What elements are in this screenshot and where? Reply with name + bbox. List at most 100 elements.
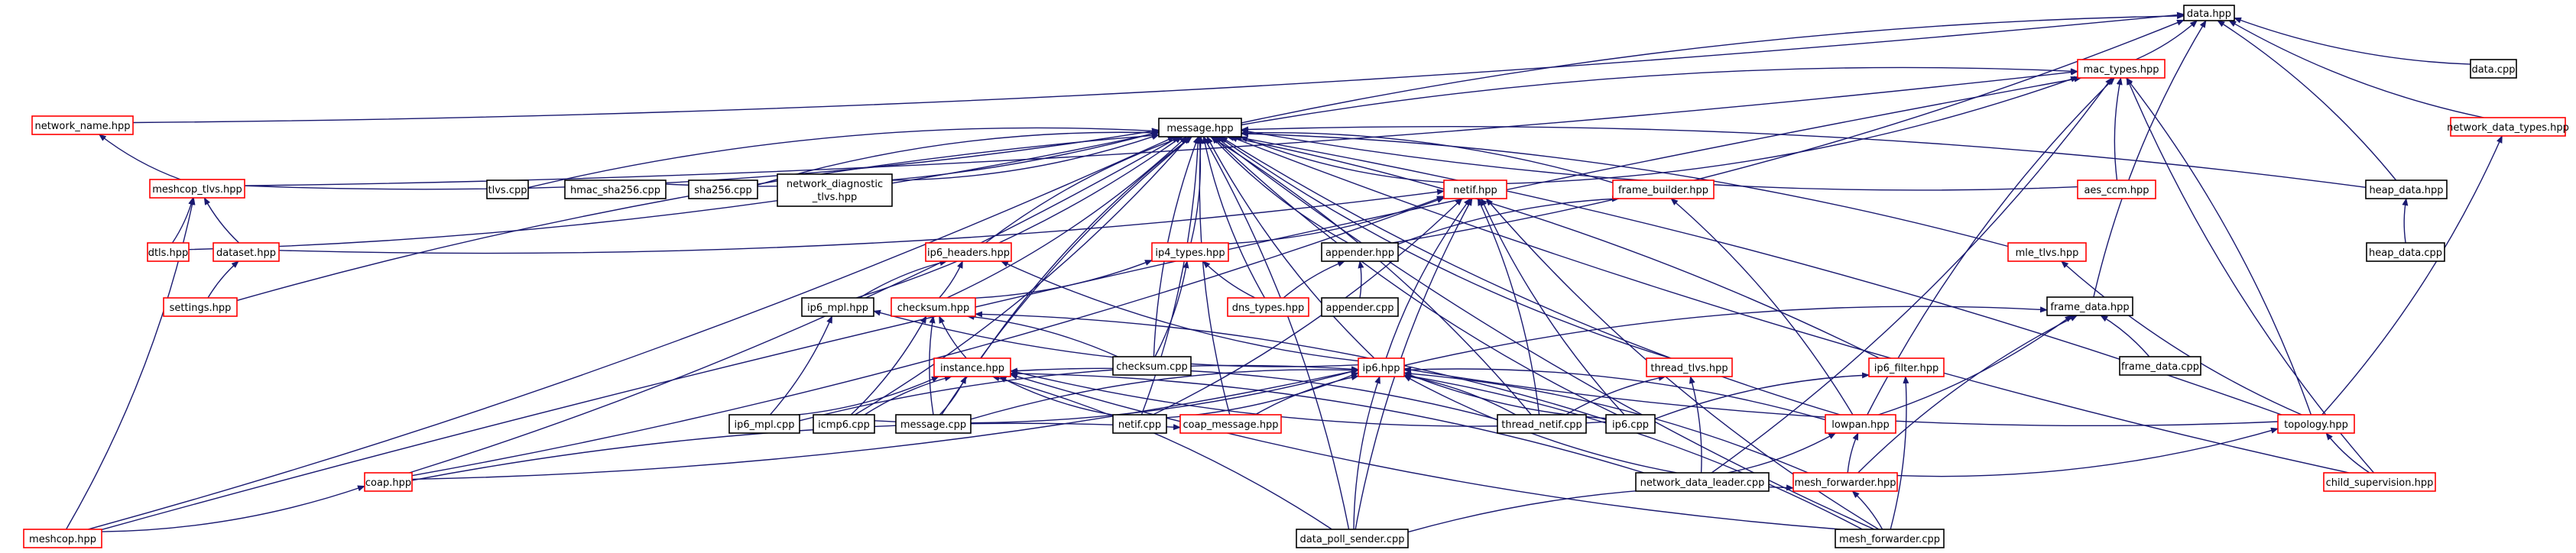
- node-hmac-sha256-cpp[interactable]: hmac_sha256.cpp: [564, 179, 667, 199]
- edge-netif-cpp-to-instance-hpp: [998, 376, 1114, 416]
- node-coap-message-hpp[interactable]: coap_message.hpp: [1179, 414, 1282, 434]
- node-label: message.hpp: [1166, 123, 1233, 134]
- node-heap-data-cpp[interactable]: heap_data.cpp: [2366, 242, 2445, 262]
- edge-checksum-hpp-to-ip6-headers-hpp: [939, 260, 963, 299]
- node-box: [1443, 179, 1507, 199]
- node-ip6-mpl-cpp[interactable]: ip6_mpl.cpp: [728, 414, 800, 434]
- node-dataset-hpp[interactable]: dataset.hpp: [213, 242, 280, 262]
- edge-appender-hpp-to-message-hpp: [1211, 136, 1348, 244]
- node-ip6-cpp[interactable]: ip6.cpp: [1605, 414, 1656, 434]
- edge-network-data-leader-cpp-to-thread-tlvs-hpp: [1689, 376, 1702, 474]
- node-ip6-headers-hpp[interactable]: ip6_headers.hpp: [925, 242, 1012, 262]
- node-frame-data-hpp[interactable]: frame_data.hpp: [2046, 296, 2133, 316]
- edge-mle-tlvs-hpp-to-message-hpp: [1241, 131, 2009, 247]
- edge-thread-tlvs-hpp-to-message-hpp: [1218, 136, 1671, 359]
- node-label: meshcop.hpp: [29, 534, 96, 545]
- edge-mesh-forwarder-hpp-to-frame-data-hpp: [1857, 315, 2078, 474]
- node-frame-builder-hpp[interactable]: frame_builder.hpp: [1612, 179, 1715, 199]
- edge-thread-netif-cpp-to-message-hpp: [1209, 136, 1532, 416]
- node-box: [2323, 472, 2436, 492]
- node-appender-cpp[interactable]: appender.cpp: [1321, 297, 1399, 317]
- edge-network-name-hpp-to-data-hpp: [132, 11, 2185, 124]
- node-box: [1825, 414, 1896, 434]
- node-label: mac_types.hpp: [2084, 64, 2159, 76]
- node-meshcop-tlvs-hpp[interactable]: meshcop_tlvs.hpp: [149, 179, 245, 199]
- node-network-data-leader-cpp[interactable]: network_data_leader.cpp: [1635, 472, 1770, 492]
- edge-frame-builder-hpp-to-message-hpp: [1241, 129, 1614, 183]
- node-label: checksum.hpp: [897, 302, 970, 314]
- node-sha256-cpp[interactable]: sha256.cpp: [688, 179, 758, 199]
- edge-checksum-hpp-to-ip4-types-hpp: [975, 260, 1153, 299]
- node-label: ip6.cpp: [1612, 419, 1649, 431]
- node-frame-data-cpp[interactable]: frame_data.cpp: [2119, 356, 2201, 376]
- node-box: [2046, 296, 2133, 316]
- node-box: [2077, 59, 2166, 79]
- edge-lowpan-hpp-to-ip6-hpp: [1403, 367, 1826, 421]
- edge-ip4-types-hpp-to-netif-hpp: [1228, 196, 1445, 244]
- edge-icmp6-cpp-to-instance-hpp: [864, 375, 952, 416]
- node-label: network_name.hpp: [34, 121, 130, 132]
- node-netif-hpp[interactable]: netif.hpp: [1443, 179, 1507, 199]
- node-lowpan-hpp[interactable]: lowpan.hpp: [1825, 414, 1896, 434]
- node-label: frame_data.cpp: [2121, 361, 2199, 373]
- node-data-cpp[interactable]: data.cpp: [2470, 59, 2517, 79]
- node-topology-hpp[interactable]: topology.hpp: [2277, 414, 2355, 434]
- node-mle-tlvs-hpp[interactable]: mle_tlvs.hpp: [2007, 242, 2087, 262]
- node-box: [1158, 118, 1242, 137]
- edge-tlvs-cpp-to-message-hpp: [527, 127, 1160, 189]
- node-box: [1646, 357, 1733, 377]
- edge-message-hpp-to-data-hpp: [1241, 12, 2185, 124]
- node-checksum-hpp[interactable]: checksum.hpp: [891, 297, 976, 317]
- edge-sha256-cpp-to-message-hpp: [757, 129, 1160, 186]
- edge-thread-netif-cpp-to-thread-tlvs-hpp: [1565, 374, 1666, 416]
- edge-network-data-types-hpp-to-data-hpp: [2228, 20, 2484, 118]
- node-checksum-cpp[interactable]: checksum.cpp: [1112, 356, 1192, 376]
- node-message-cpp[interactable]: message.cpp: [895, 414, 972, 434]
- node-dns-types-hpp[interactable]: dns_types.hpp: [1227, 297, 1309, 317]
- node-meshcop-hpp[interactable]: meshcop.hpp: [23, 529, 102, 548]
- node-ip4-types-hpp[interactable]: ip4_types.hpp: [1151, 242, 1229, 262]
- node-aes-ccm-hpp[interactable]: aes_ccm.hpp: [2077, 179, 2156, 199]
- node-icmp6-cpp[interactable]: icmp6.cpp: [813, 414, 875, 434]
- node-box: [1358, 357, 1405, 377]
- node-data-poll-sender-cpp[interactable]: data_poll_sender.cpp: [1296, 529, 1409, 548]
- edge-heap-data-cpp-to-heap-data-hpp: [2402, 198, 2409, 244]
- node-network-data-types-hpp[interactable]: network_data_types.hpp: [2447, 117, 2569, 137]
- node-message-hpp[interactable]: message.hpp: [1158, 118, 1242, 137]
- edge-topology-hpp-to-mle-tlvs-hpp: [2061, 260, 2302, 416]
- node-label: data.hpp: [2187, 8, 2231, 20]
- edge-data-poll-sender-cpp-to-ip6-hpp: [1353, 376, 1380, 530]
- node-box: [1321, 297, 1399, 317]
- node-ip6-mpl-hpp[interactable]: ip6_mpl.hpp: [801, 297, 874, 317]
- node-netif-cpp[interactable]: netif.cpp: [1112, 414, 1167, 434]
- node-label: ip6_headers.hpp: [927, 247, 1010, 259]
- node-label: netif.cpp: [1118, 419, 1161, 431]
- edge-checksum-cpp-to-ip4-types-hpp: [1154, 260, 1189, 357]
- edge-ip6-mpl-cpp-to-instance-hpp: [798, 376, 939, 416]
- edge-network-data-leader-cpp-to-instance-hpp: [1010, 370, 1644, 474]
- node-mesh-forwarder-cpp[interactable]: mesh_forwarder.cpp: [1835, 529, 1945, 548]
- edge-instance-hpp-to-message-hpp: [980, 136, 1192, 359]
- edge-data-poll-sender-cpp-to-mesh-forwarder-hpp: [1407, 484, 1794, 533]
- node-instance-hpp[interactable]: instance.hpp: [933, 357, 1011, 377]
- node-ip6-hpp[interactable]: ip6.hpp: [1358, 357, 1405, 377]
- node-network-diagnostic-tlvs-hpp[interactable]: network_diagnostic_tlvs.hpp: [777, 173, 893, 207]
- node-tlvs-cpp[interactable]: tlvs.cpp: [486, 179, 529, 199]
- node-appender-hpp[interactable]: appender.hpp: [1321, 242, 1399, 262]
- node-mesh-forwarder-hpp[interactable]: mesh_forwarder.hpp: [1792, 472, 1898, 492]
- node-dtls-hpp[interactable]: dtls.hpp: [147, 242, 190, 262]
- node-label: dataset.hpp: [216, 247, 276, 259]
- node-thread-tlvs-hpp[interactable]: thread_tlvs.hpp: [1646, 357, 1733, 377]
- node-box: [1868, 357, 1945, 377]
- node-label: thread_netif.cpp: [1501, 419, 1582, 431]
- node-heap-data-hpp[interactable]: heap_data.hpp: [2365, 179, 2448, 199]
- node-thread-netif-cpp[interactable]: thread_netif.cpp: [1497, 414, 1587, 434]
- edge-mesh-forwarder-cpp-to-ip6-filter-hpp: [1890, 376, 1909, 530]
- node-coap-hpp[interactable]: coap.hpp: [364, 472, 413, 492]
- node-settings-hpp[interactable]: settings.hpp: [163, 297, 238, 317]
- node-network-name-hpp[interactable]: network_name.hpp: [31, 115, 134, 135]
- node-ip6-filter-hpp[interactable]: ip6_filter.hpp: [1868, 357, 1945, 377]
- node-child-supervision-hpp[interactable]: child_supervision.hpp: [2323, 472, 2436, 492]
- node-mac-types-hpp[interactable]: mac_types.hpp: [2077, 59, 2166, 79]
